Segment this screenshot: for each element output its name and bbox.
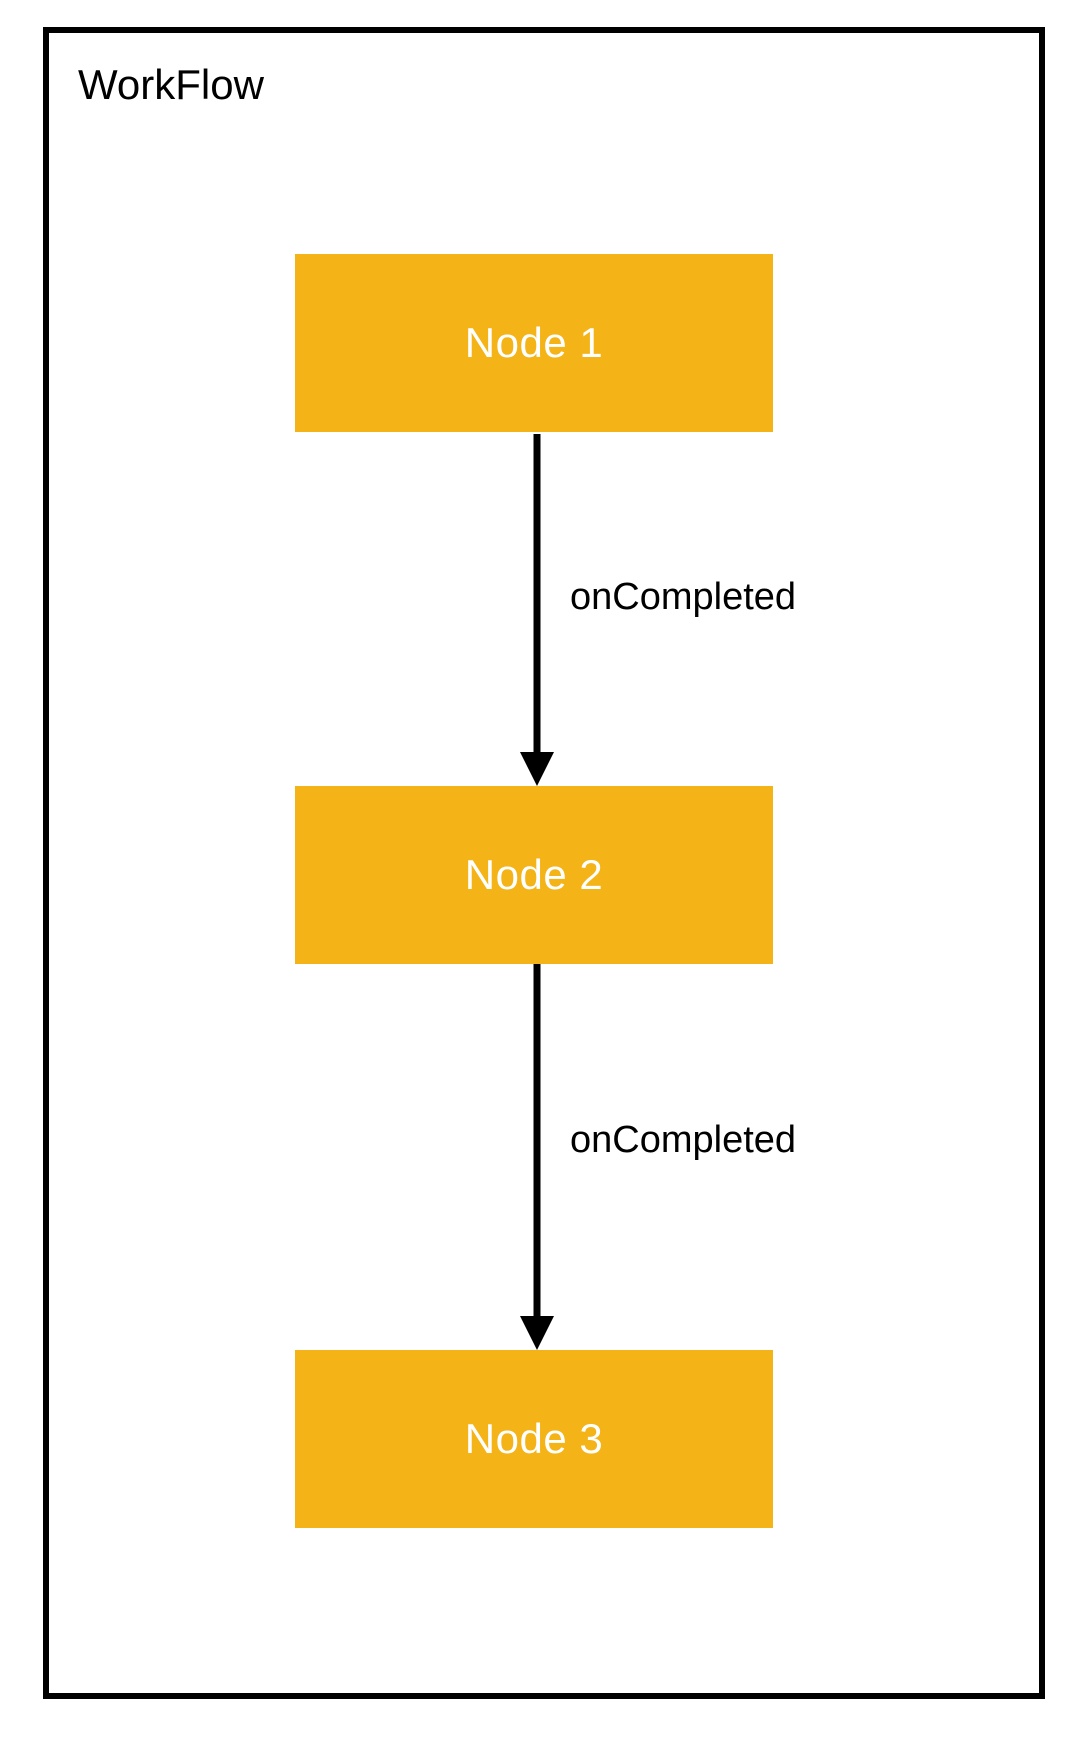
node-1[interactable]: Node 1 (295, 254, 773, 432)
node-1-label: Node 1 (464, 319, 604, 366)
edge-label-1: onCompleted (570, 576, 797, 618)
node-2-label: Node 2 (464, 851, 604, 898)
node-3-label: Node 3 (464, 1415, 604, 1462)
workflow-title: WorkFlow (78, 61, 264, 108)
edge-label-2: onCompleted (570, 1119, 797, 1161)
node-2[interactable]: Node 2 (295, 786, 773, 964)
node-3[interactable]: Node 3 (295, 1350, 773, 1528)
